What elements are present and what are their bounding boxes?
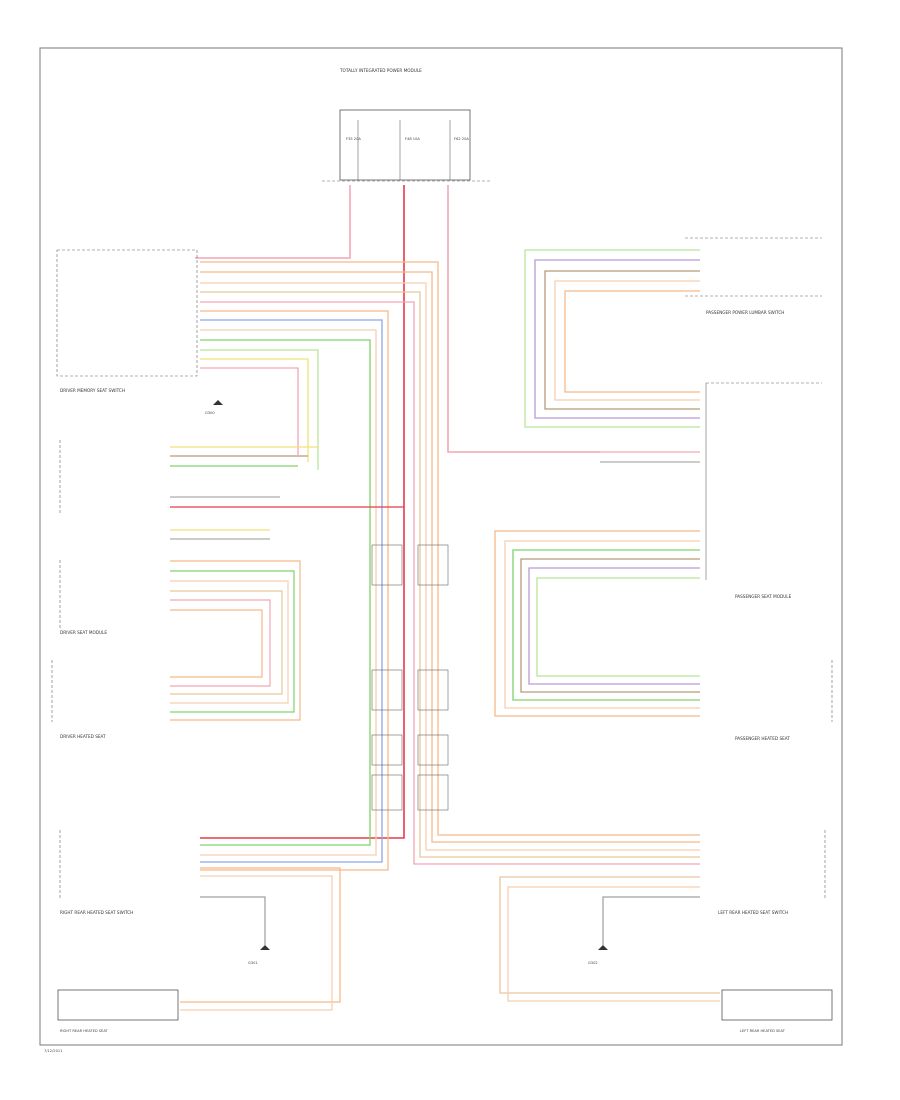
- fuse-block-label: TOTALLY INTEGRATED POWER MODULE: [339, 68, 422, 73]
- fuse-block: TOTALLY INTEGRATED POWER MODULE F35 20A …: [322, 68, 490, 182]
- left-rear-heated-seat: LEFT REAR HEATED SEAT: [721, 989, 833, 1033]
- ground-center: G300: [205, 400, 223, 415]
- passenger-lumbar-switch: PASSENGER POWER LUMBAR SWITCH: [524, 237, 822, 428]
- passenger-seat-module-label: PASSENGER SEAT MODULE: [735, 594, 792, 599]
- diagram-code: 7/12/2011: [44, 1049, 62, 1053]
- passenger-lumbar-switch-label: PASSENGER POWER LUMBAR SWITCH: [706, 310, 784, 315]
- driver-lumbar-switch: DRIVER MEMORY SEAT SWITCH: [56, 249, 198, 393]
- passenger-heated-seat: PASSENGER HEATED SEAT: [735, 660, 833, 741]
- ground-left-label: G301: [248, 961, 258, 965]
- left-rear-heated-seat-label: LEFT REAR HEATED SEAT: [740, 1029, 786, 1033]
- passenger-heated-seat-label: PASSENGER HEATED SEAT: [735, 736, 790, 741]
- driver-seat-module-label: DRIVER SEAT MODULE: [60, 630, 107, 635]
- right-rear-switch: RIGHT REAR HEATED SEAT SWITCH: [59, 830, 341, 1011]
- feed-wires: [195, 185, 600, 839]
- left-rear-switch: LEFT REAR HEATED SEAT SWITCH: [499, 830, 826, 1002]
- ground-left: G301: [248, 945, 270, 965]
- driver-seat-module-upper: [59, 440, 404, 540]
- right-rear-heated-seat: RIGHT REAR HEATED SEAT: [57, 989, 179, 1033]
- ground-right: G302: [588, 945, 608, 965]
- fuse-label-3: F62 20A: [454, 137, 469, 141]
- passenger-seat-module: PASSENGER SEAT MODULE: [494, 382, 822, 717]
- diagram-frame: [39, 47, 843, 1046]
- left-upper-harness: [200, 261, 700, 871]
- driver-lumbar-switch-label: DRIVER MEMORY SEAT SWITCH: [60, 388, 125, 393]
- fuse-label-2: F48 10A: [405, 137, 420, 141]
- right-rear-heated-seat-label: RIGHT REAR HEATED SEAT: [60, 1029, 109, 1033]
- left-rear-switch-label: LEFT REAR HEATED SEAT SWITCH: [718, 910, 788, 915]
- inline-connectors: [371, 544, 449, 811]
- ground-center-label: G300: [205, 411, 215, 415]
- ground-right-label: G302: [588, 961, 598, 965]
- driver-heated-seat: DRIVER HEATED SEAT: [51, 660, 106, 739]
- driver-seat-module: DRIVER SEAT MODULE: [59, 560, 301, 721]
- driver-heated-seat-label: DRIVER HEATED SEAT: [60, 734, 106, 739]
- right-rear-switch-label: RIGHT REAR HEATED SEAT SWITCH: [60, 910, 133, 915]
- fuse-label-1: F35 20A: [346, 137, 361, 141]
